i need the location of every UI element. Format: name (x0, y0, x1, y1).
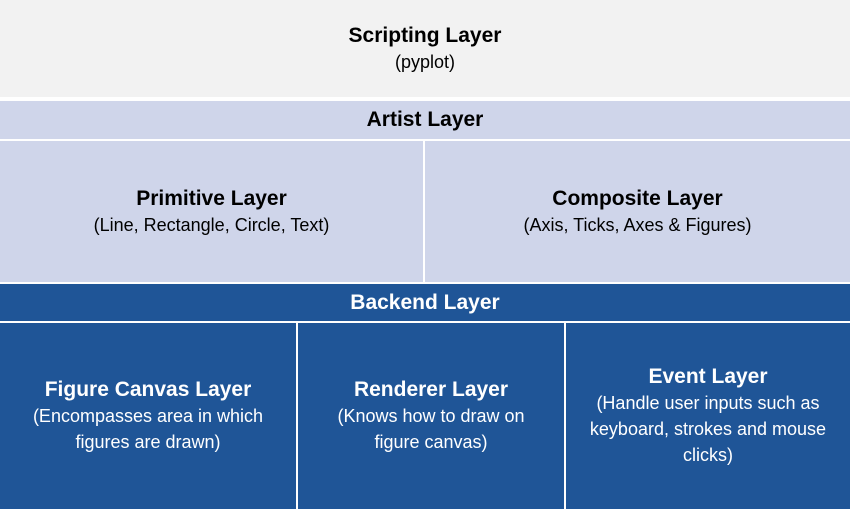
scripting-layer-subtitle: (pyplot) (394, 51, 456, 72)
primitive-layer: Primitive Layer (Line, Rectangle, Circle… (0, 141, 423, 282)
artist-layer-title: Artist Layer (366, 108, 484, 131)
artist-column-divider (423, 141, 425, 282)
renderer-layer-title: Renderer Layer (353, 378, 509, 401)
artist-layer-header: Artist Layer (0, 101, 850, 139)
composite-layer-title: Composite Layer (552, 186, 723, 210)
composite-layer-description: (Axis, Ticks, Axes & Figures) (523, 214, 752, 235)
event-layer-description: (Handle user inputs such as keyboard, st… (589, 393, 827, 465)
scripting-layer-title: Scripting Layer (348, 23, 502, 47)
artist-layer-row: Primitive Layer (Line, Rectangle, Circle… (0, 141, 850, 282)
event-layer: Event Layer (Handle user inputs such as … (566, 323, 850, 509)
backend-layer-header: Backend Layer (0, 284, 850, 321)
backend-layer-row: Figure Canvas Layer (Encompasses area in… (0, 323, 850, 509)
backend-column-divider (564, 323, 566, 509)
figure-canvas-layer: Figure Canvas Layer (Encompasses area in… (0, 323, 296, 509)
artist-row-separator (0, 139, 850, 141)
backend-separator (0, 282, 850, 284)
primitive-layer-title: Primitive Layer (136, 186, 287, 210)
backend-row-separator (0, 321, 850, 323)
event-layer-title: Event Layer (648, 365, 768, 388)
figure-canvas-layer-description: (Encompasses area in which figures are d… (32, 406, 264, 452)
backend-column-divider (296, 323, 298, 509)
composite-layer: Composite Layer (Axis, Ticks, Axes & Fig… (425, 141, 850, 282)
layer-separator (0, 97, 850, 101)
primitive-layer-description: (Line, Rectangle, Circle, Text) (93, 214, 330, 235)
renderer-layer: Renderer Layer (Knows how to draw on fig… (298, 323, 564, 509)
scripting-layer: Scripting Layer (pyplot) (0, 0, 850, 97)
backend-layer-title: Backend Layer (350, 290, 500, 314)
figure-canvas-layer-title: Figure Canvas Layer (44, 378, 252, 401)
renderer-layer-description: (Knows how to draw on figure canvas) (337, 406, 525, 452)
